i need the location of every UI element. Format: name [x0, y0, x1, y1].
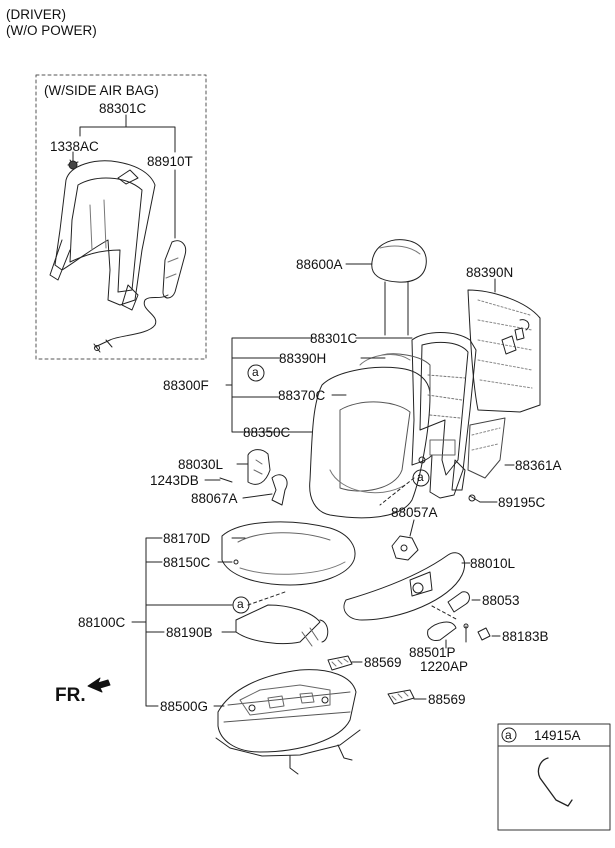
part-back-pad-cover: 88390H [279, 351, 327, 366]
lever-drawing [447, 591, 470, 613]
leader-back-assy [225, 337, 313, 433]
handle-dash [431, 605, 459, 621]
header-line-1: (DRIVER) [6, 7, 66, 22]
marker-circle-cushion [232, 596, 250, 614]
marker-back: a [252, 365, 259, 379]
part-screw2: 89195C [498, 495, 546, 510]
front-label: FR. [55, 685, 86, 706]
cover2-drawing [387, 689, 415, 705]
part-back-frame: 88301C [310, 331, 358, 346]
marker-leader-cushion [247, 591, 286, 606]
handle-drawing [427, 621, 457, 641]
part-bracket: 88057A [391, 505, 438, 520]
shield-drawing [343, 552, 466, 621]
headrest-drawing [371, 239, 427, 336]
part-cover1: 88569 [364, 655, 402, 670]
part-shield: 88010L [470, 556, 516, 571]
back-cover-drawing [467, 289, 541, 413]
part-cap: 88183B [502, 629, 549, 644]
part-cushion-cover: 88170D [163, 531, 211, 546]
legend-box [497, 723, 611, 831]
inset-bolt-label: 1338AC [50, 139, 99, 154]
marker-cushion: a [237, 597, 244, 611]
part-cover2: 88569 [428, 692, 466, 707]
back-cushion-drawing [309, 353, 431, 519]
marker-circle-back [247, 364, 265, 382]
inset-frame-label: 88301C [99, 101, 147, 116]
part-back-cover: 88390N [466, 265, 514, 280]
part-track: 88500G [160, 699, 209, 714]
legend-marker: a [505, 728, 512, 742]
inset-airbag-label: 88910T [147, 154, 193, 169]
bracket-drawing [391, 535, 419, 561]
cushion-drawing [221, 521, 356, 586]
legend-wire [537, 757, 573, 807]
marker-back-2: a [417, 470, 424, 484]
part-cushion-assy: 88100C [78, 615, 126, 630]
lumbar-drawing [247, 449, 288, 506]
inset-airbag-drawing [93, 240, 187, 353]
leader-bracket [409, 519, 415, 537]
cover2-ribs [391, 691, 409, 701]
part-screw1: 1243DB [150, 473, 199, 488]
part-back-assy: 88300F [163, 378, 209, 393]
part-cushion-pad: 88150C [163, 555, 211, 570]
marker-circle-back2 [412, 469, 430, 487]
cushion-board-drawing [235, 604, 329, 647]
part-back-pad: 88350C [243, 425, 291, 440]
part-lumbar: 88030L [178, 457, 224, 472]
part-screw3: 1220AP [420, 659, 469, 674]
part-cushion-board: 88190B [166, 625, 213, 640]
board-dashes [471, 427, 501, 451]
marker-circle-legend [501, 727, 517, 743]
cap-drawing [477, 627, 491, 641]
header-line-2: (W/O POWER) [6, 23, 97, 38]
inset-leader-frame [79, 114, 176, 239]
board-drawing [467, 417, 506, 479]
inset-frame-drawing [49, 159, 156, 311]
part-lever: 88053 [482, 593, 520, 608]
cover1-drawing [327, 655, 353, 671]
marker-leader-back [379, 477, 415, 506]
leader-knob [242, 493, 273, 499]
screw1-drawing [219, 477, 233, 483]
track-drawing [215, 669, 361, 775]
back-frame-drawing [411, 332, 477, 499]
cover1-ribs [331, 658, 349, 667]
leader-cushion-assy [131, 537, 233, 707]
fr-arrow [87, 677, 111, 693]
part-board: 88361A [515, 458, 562, 473]
part-back-cover-trim: 88370C [278, 388, 326, 403]
part-knob: 88067A [191, 491, 238, 506]
part-handle: 88501P [409, 645, 456, 660]
legend-part: 14915A [534, 728, 581, 743]
part-headrest: 88600A [296, 257, 343, 272]
inset-title: (W/SIDE AIR BAG) [44, 83, 159, 98]
inset-box [35, 74, 207, 360]
